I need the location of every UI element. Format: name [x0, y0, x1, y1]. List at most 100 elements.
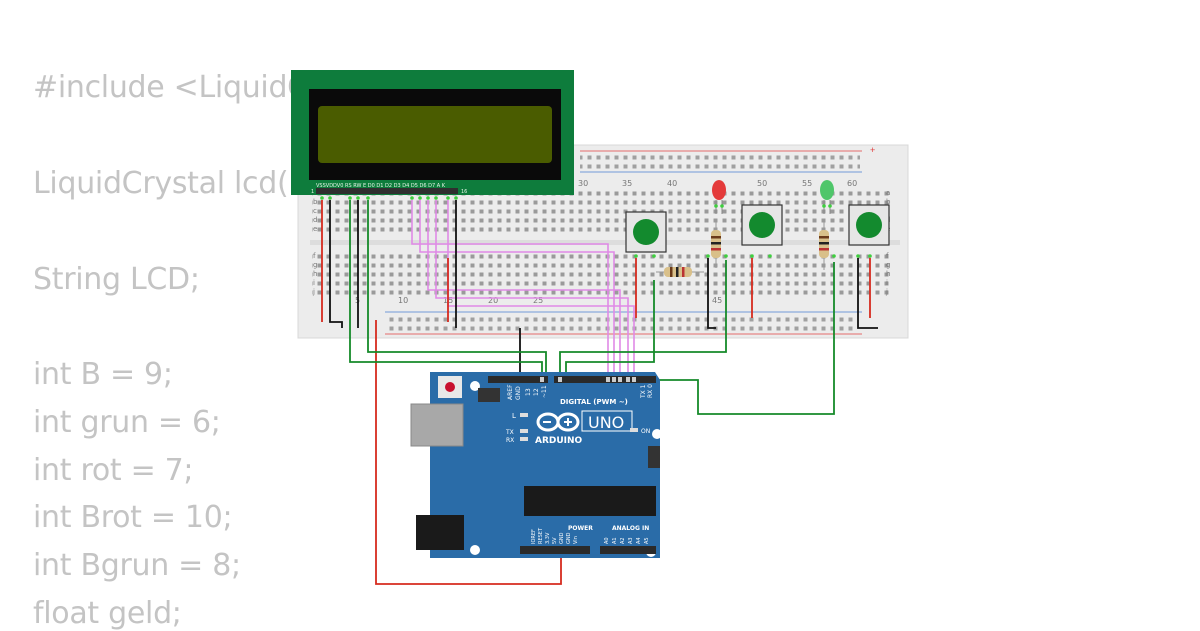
- col-number-20: 20: [488, 296, 498, 305]
- row-letter-j-right: j: [885, 288, 888, 296]
- resistor-vertical-2[interactable]: [819, 220, 829, 270]
- resistor-vertical-1[interactable]: [711, 220, 721, 268]
- pushbutton-2-cap[interactable]: [749, 212, 775, 238]
- row-letter-b: b: [313, 198, 318, 206]
- resistor-1-band-3: [711, 248, 721, 251]
- pin-a0-label: A0: [604, 537, 610, 544]
- code-line-int-grun: int grun = 6;: [33, 405, 221, 440]
- lcd-screen[interactable]: [318, 106, 552, 163]
- row-letter-h: h: [313, 270, 317, 278]
- resistor-3-band-1: [670, 267, 673, 277]
- power-wires[interactable]: [321, 200, 871, 585]
- usb-port[interactable]: [410, 403, 464, 447]
- led-tx: [520, 429, 528, 433]
- led-rx-label: RX: [506, 437, 514, 444]
- green-wire-e[interactable]: [367, 200, 547, 380]
- digital-header-left[interactable]: [488, 376, 548, 383]
- breadboard-center-channel: [310, 240, 900, 245]
- arduino-uno[interactable]: AREF GND 13 12 ~11 DIGITAL (PWM ~) TX 1 …: [410, 372, 662, 558]
- reset-button[interactable]: [445, 382, 455, 392]
- black-wire-button-4[interactable]: [857, 258, 878, 329]
- pin-a4-label: A4: [636, 537, 642, 544]
- top-rail-row-2: [580, 162, 860, 171]
- analog-header[interactable]: [600, 546, 656, 554]
- pink-wire-d5[interactable]: [419, 200, 615, 380]
- pin-a1-label: A1: [612, 537, 618, 544]
- arduino-mount-hole-2: [652, 429, 662, 439]
- col-number-50: 50: [757, 179, 767, 188]
- green-wire-button-1[interactable]: [565, 280, 655, 380]
- resistor-1-band-1: [711, 236, 721, 239]
- row-letter-b-right: b: [886, 198, 891, 206]
- pushbutton-1[interactable]: [625, 211, 667, 253]
- top-rail-plus-label: +: [870, 145, 875, 155]
- power-header[interactable]: [520, 546, 590, 554]
- atmega-chip: [524, 486, 656, 516]
- red-wire-5v[interactable]: [375, 320, 562, 585]
- black-wire-vss[interactable]: [329, 200, 343, 328]
- green-wire-green-led[interactable]: [650, 262, 835, 415]
- row-letter-h-right: h: [886, 270, 890, 278]
- row-letter-i: i: [313, 279, 315, 287]
- ground-wires[interactable]: [329, 200, 878, 382]
- lcd-pin-16-label: 16: [461, 189, 467, 195]
- pin-a3-label: A3: [628, 537, 634, 544]
- pin-vin-label: Vin: [573, 536, 579, 544]
- led-l-label: L: [512, 412, 516, 420]
- led-on-label: ON: [641, 428, 650, 435]
- pink-wire-rs[interactable]: [447, 200, 635, 380]
- gnd-label: GND: [515, 386, 522, 400]
- pin-tx-label: TX 1: [640, 384, 647, 399]
- lcd-pin-1-label: 1: [311, 189, 314, 195]
- code-line-int-rot: int rot = 7;: [33, 453, 194, 488]
- pushbutton-2[interactable]: [741, 204, 783, 246]
- pin-12-label: 12: [533, 388, 540, 396]
- black-wire-button-2[interactable]: [707, 258, 716, 329]
- row-letter-g: g: [313, 261, 317, 269]
- led-on: [630, 428, 638, 432]
- digital-header-right[interactable]: [554, 376, 656, 383]
- lcd-header-pins: [316, 188, 458, 194]
- pushbutton-3[interactable]: [848, 204, 890, 246]
- green-wire-v0[interactable]: [349, 200, 543, 380]
- pushbutton-3-cap[interactable]: [856, 212, 882, 238]
- col-number-10: 10: [398, 296, 408, 305]
- signal-wires[interactable]: [349, 200, 835, 415]
- pink-wire-d4[interactable]: [411, 200, 609, 380]
- row-letter-j: j: [312, 288, 315, 296]
- code-line-float-geld: float geld;: [33, 596, 182, 631]
- icsp-header-2: [648, 446, 660, 468]
- row-letter-f: f: [313, 252, 316, 260]
- col-number-30: 30: [578, 179, 588, 188]
- power-label: POWER: [568, 525, 593, 532]
- col-number-60: 60: [847, 179, 857, 188]
- pink-wire-d6[interactable]: [427, 200, 621, 380]
- lcd-data-wires[interactable]: [411, 200, 635, 380]
- pushbutton-1-cap[interactable]: [633, 219, 659, 245]
- row-letter-a-right: a: [886, 189, 890, 197]
- col-number-25: 25: [533, 296, 543, 305]
- power-jack[interactable]: [416, 515, 464, 550]
- code-line-int-b: int B = 9;: [33, 357, 173, 392]
- resistor-1-band-2: [711, 242, 721, 245]
- arduino-mount-hole-3: [470, 545, 480, 555]
- resistor-2-band-3: [819, 248, 829, 251]
- lcd-module[interactable]: VSSVDDV0 RS RW E D0 D1 D2 D3 D4 D5 D6 D7…: [291, 70, 574, 195]
- breadboard-contact-dots: [320, 196, 872, 258]
- row-letter-g-right: g: [886, 261, 890, 269]
- analog-in-label: ANALOG IN: [612, 525, 649, 532]
- green-led-body[interactable]: [820, 180, 834, 200]
- led-tx-label: TX: [505, 429, 514, 436]
- col-number-40: 40: [667, 179, 677, 188]
- led-rx: [520, 437, 528, 441]
- green-wire-red-led[interactable]: [559, 260, 727, 380]
- col-number-55: 55: [802, 179, 812, 188]
- pink-wire-d7[interactable]: [435, 200, 629, 380]
- lcd-pin-labels: VSSVDDV0 RS RW E D0 D1 D2 D3 D4 D5 D6 D7…: [316, 183, 446, 189]
- pin-rx-label: RX 0: [647, 384, 654, 398]
- resistor-horizontal[interactable]: [656, 267, 704, 277]
- red-led-body[interactable]: [712, 180, 726, 200]
- digital-pwm-label: DIGITAL (PWM ~): [560, 398, 628, 406]
- header-wire-ends: [540, 377, 636, 382]
